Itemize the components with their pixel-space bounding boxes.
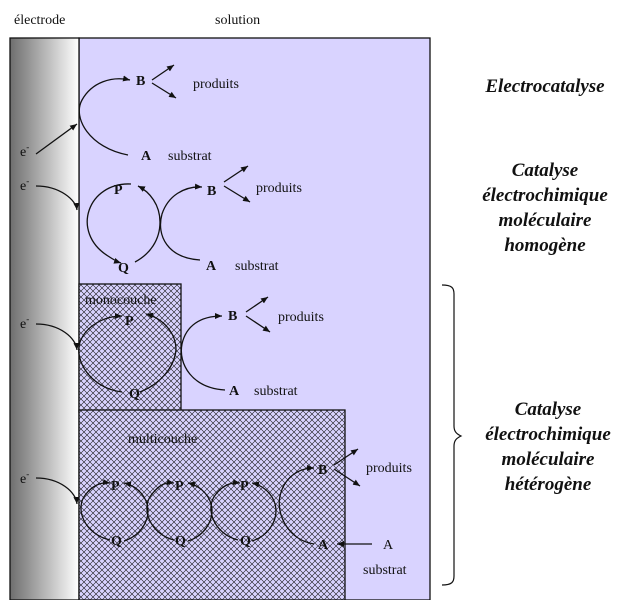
multilayer-region xyxy=(78,409,346,600)
multi-cycle3-left-arc xyxy=(210,479,241,541)
title-homog-line4: homogène xyxy=(504,235,586,256)
substrat-4: substrat xyxy=(363,563,407,578)
multi-cycle1-left-arc xyxy=(80,479,111,541)
species-P-2: P xyxy=(114,183,123,198)
title-heterogeneous: Catalyse électrochimique moléculaire hét… xyxy=(485,399,611,495)
title-hetero-line4: hétérogène xyxy=(505,474,592,495)
title-electrocatalyse: Electrocatalyse xyxy=(484,76,605,97)
mono-right-arc xyxy=(139,312,177,393)
heterogeneous-brace xyxy=(441,284,463,586)
electron-arrow-1 xyxy=(35,123,78,155)
species-B-1: B xyxy=(136,74,145,89)
homog-left-arc-top xyxy=(86,183,132,264)
electron-label-4: e- xyxy=(20,469,29,487)
electron-arrow-3 xyxy=(35,323,80,351)
substrat-2: substrat xyxy=(235,259,279,274)
species-Q-4a: Q xyxy=(111,534,122,549)
substrat-1: substrat xyxy=(168,149,212,164)
title-homog-line3: moléculaire xyxy=(499,210,592,231)
electron-arrow-2 xyxy=(35,185,80,211)
multi-outer-arc xyxy=(278,465,315,545)
species-Q-4b: Q xyxy=(175,534,186,549)
species-A-4-outside: A xyxy=(383,538,394,553)
species-Q-3: Q xyxy=(129,387,140,402)
row-homogeneous: e- P Q B produits A substrat xyxy=(20,165,302,276)
mono-left-arc xyxy=(78,313,123,393)
species-B-4: B xyxy=(318,463,327,478)
product-arrow-2a xyxy=(223,165,249,183)
species-B-2: B xyxy=(207,184,216,199)
species-Q-4c: Q xyxy=(240,534,251,549)
homog-right-arc xyxy=(160,183,203,261)
multicouche-label: multicouche xyxy=(128,432,197,447)
electrode-header: électrode xyxy=(14,13,65,28)
mono-outer-arc xyxy=(180,313,226,391)
electron-label-2: e- xyxy=(20,176,29,194)
species-A-2: A xyxy=(206,259,217,274)
species-A-4: A xyxy=(318,538,329,553)
species-P-4b: P xyxy=(175,479,184,494)
multi-cycle1-right-arc xyxy=(123,481,149,542)
species-P-4c: P xyxy=(240,479,249,494)
product-arrow-2b xyxy=(223,185,251,203)
monocouche-label: monocouche xyxy=(85,293,157,308)
row-multilayer: multicouche e- P Q P Q P Q B produits A … xyxy=(20,432,412,578)
title-homog-line2: électrochimique xyxy=(482,185,608,206)
title-homogeneous: Catalyse électrochimique moléculaire hom… xyxy=(482,160,608,256)
electron-arrow-4 xyxy=(35,477,80,505)
species-P-4a: P xyxy=(111,479,120,494)
produits-1: produits xyxy=(193,77,239,92)
multi-cycle2-left-arc xyxy=(146,479,175,541)
species-A-3: A xyxy=(229,384,240,399)
species-B-3: B xyxy=(228,309,237,324)
multi-cycle3-right-arc xyxy=(251,481,277,542)
substrat-3: substrat xyxy=(254,384,298,399)
solution-header: solution xyxy=(215,13,260,28)
species-P-3: P xyxy=(125,314,134,329)
electron-label-1: e- xyxy=(20,142,29,160)
species-A-1: A xyxy=(141,149,152,164)
product-arrow-1b xyxy=(151,82,177,99)
product-arrow-4a xyxy=(333,448,359,466)
title-hetero-line1: Catalyse xyxy=(515,399,582,420)
product-arrow-3b xyxy=(245,315,271,333)
title-hetero-line3: moléculaire xyxy=(502,449,595,470)
species-Q-2: Q xyxy=(118,261,129,276)
row-monolayer: monocouche e- P Q B produits A substrat xyxy=(20,293,324,402)
electron-label-3: e- xyxy=(20,314,29,332)
electrocatalysis-arc xyxy=(78,75,131,156)
row-electrocatalysis: B produits A substrat e- xyxy=(20,64,239,164)
title-homog-line1: Catalyse xyxy=(512,160,579,181)
product-arrow-1a xyxy=(151,64,175,81)
title-hetero-line2: électrochimique xyxy=(485,424,611,445)
product-arrow-4b xyxy=(333,468,361,487)
product-arrow-3a xyxy=(245,296,269,313)
produits-2: produits xyxy=(256,181,302,196)
produits-3: produits xyxy=(278,310,324,325)
multi-cycle2-right-arc xyxy=(187,481,213,542)
produits-4: produits xyxy=(366,461,412,476)
